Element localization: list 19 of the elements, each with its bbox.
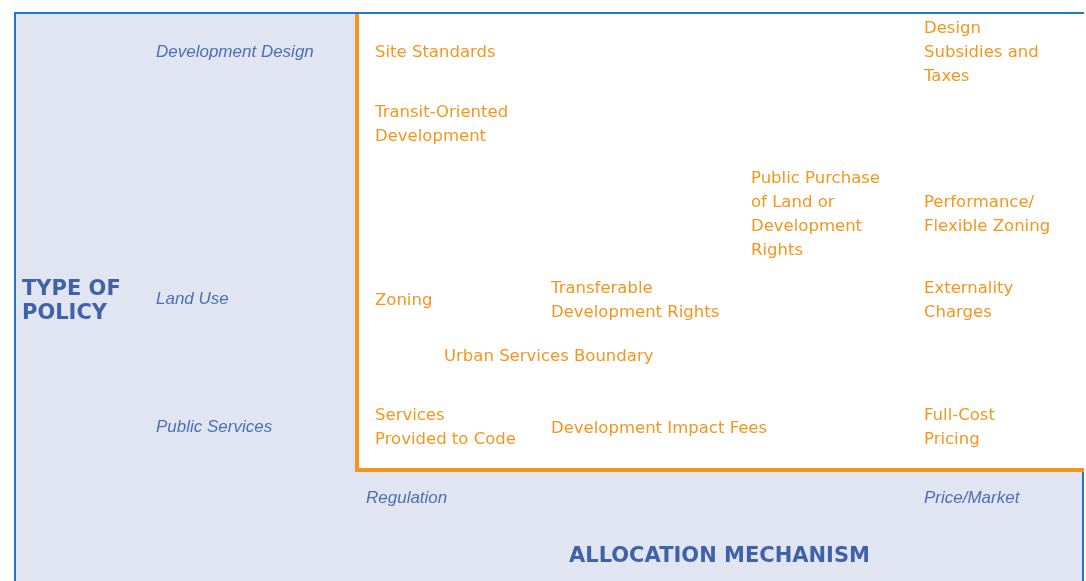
policy-label: Zoning bbox=[375, 289, 433, 311]
axis-category-label: Regulation bbox=[366, 487, 448, 509]
policy-label: Performance/ Flexible Zoning bbox=[924, 191, 1051, 237]
policy-label: Public Purchase of Land or Development Rights bbox=[751, 167, 880, 261]
axis-category-label: Public Services bbox=[156, 416, 273, 438]
axis-title: TYPE OF POLICY bbox=[22, 276, 121, 324]
axis-category-label: Price/Market bbox=[924, 487, 1020, 509]
policy-label: Site Standards bbox=[375, 41, 496, 63]
policy-label: Urban Services Boundary bbox=[444, 345, 654, 367]
policy-label: Design Subsidies and Taxes bbox=[924, 17, 1039, 87]
axis-category-label: Land Use bbox=[156, 288, 229, 310]
policy-label: Transit-Oriented Development bbox=[375, 101, 509, 147]
policy-label: Development Impact Fees bbox=[551, 417, 768, 439]
axis-title: ALLOCATION MECHANISM bbox=[569, 543, 870, 567]
policy-label: Externality Charges bbox=[924, 277, 1014, 323]
policy-label: Services Provided to Code bbox=[375, 404, 516, 450]
axis-category-label: Development Design bbox=[156, 41, 314, 63]
policy-label: Transferable Development Rights bbox=[551, 277, 720, 323]
policy-label: Full-Cost Pricing bbox=[924, 404, 995, 450]
